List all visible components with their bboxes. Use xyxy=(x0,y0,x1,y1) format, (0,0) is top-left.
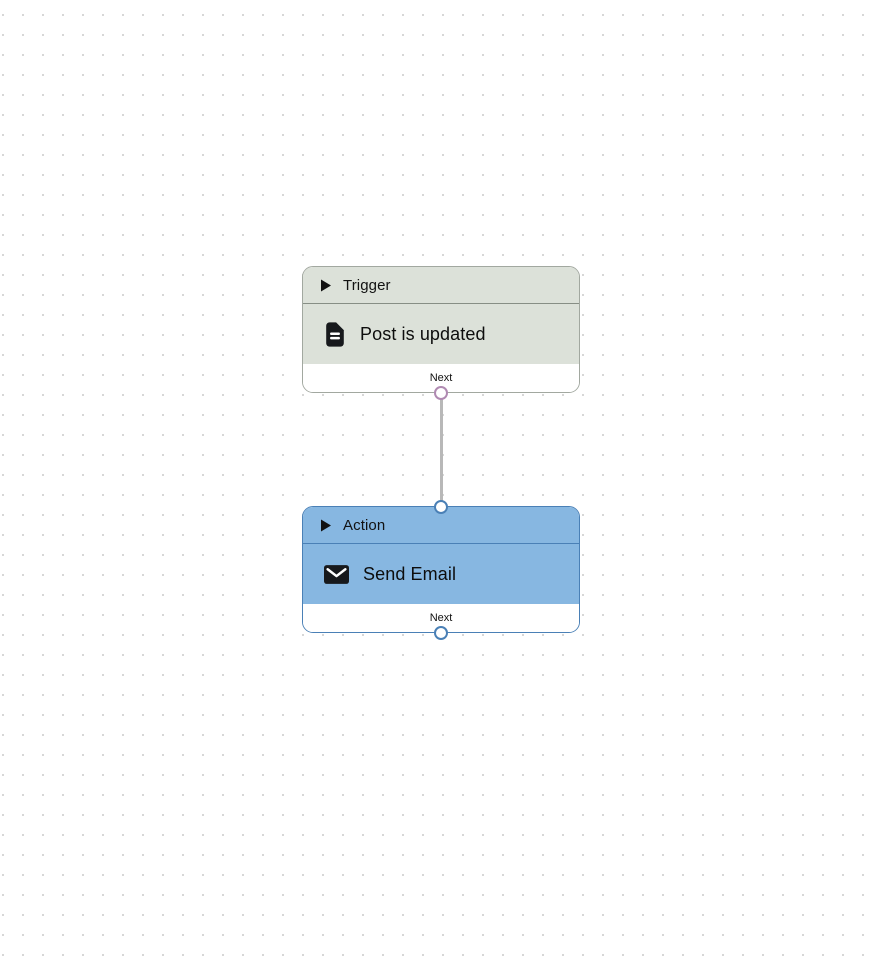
node-title: Send Email xyxy=(363,563,457,584)
connector-edge[interactable] xyxy=(439,394,443,507)
next-label: Next xyxy=(429,372,453,384)
node-title: Post is updated xyxy=(360,323,486,344)
document-icon xyxy=(324,321,346,347)
play-icon[interactable] xyxy=(320,519,331,532)
trigger-output-port[interactable] xyxy=(434,385,448,400)
node-kind-label: Action xyxy=(343,516,386,534)
action-input-port[interactable] xyxy=(434,499,448,514)
trigger-node-header[interactable]: Trigger xyxy=(303,267,579,304)
action-output-port[interactable] xyxy=(434,625,448,640)
action-node[interactable]: Action Send Email Next xyxy=(302,499,580,640)
trigger-node[interactable]: Trigger Post is updated Next xyxy=(302,266,580,400)
play-icon[interactable] xyxy=(320,279,331,292)
action-node-body[interactable]: Send Email xyxy=(303,544,579,604)
trigger-node-body[interactable]: Post is updated xyxy=(303,304,579,364)
envelope-icon xyxy=(324,564,349,584)
node-kind-label: Trigger xyxy=(343,276,391,294)
next-label: Next xyxy=(429,612,453,624)
